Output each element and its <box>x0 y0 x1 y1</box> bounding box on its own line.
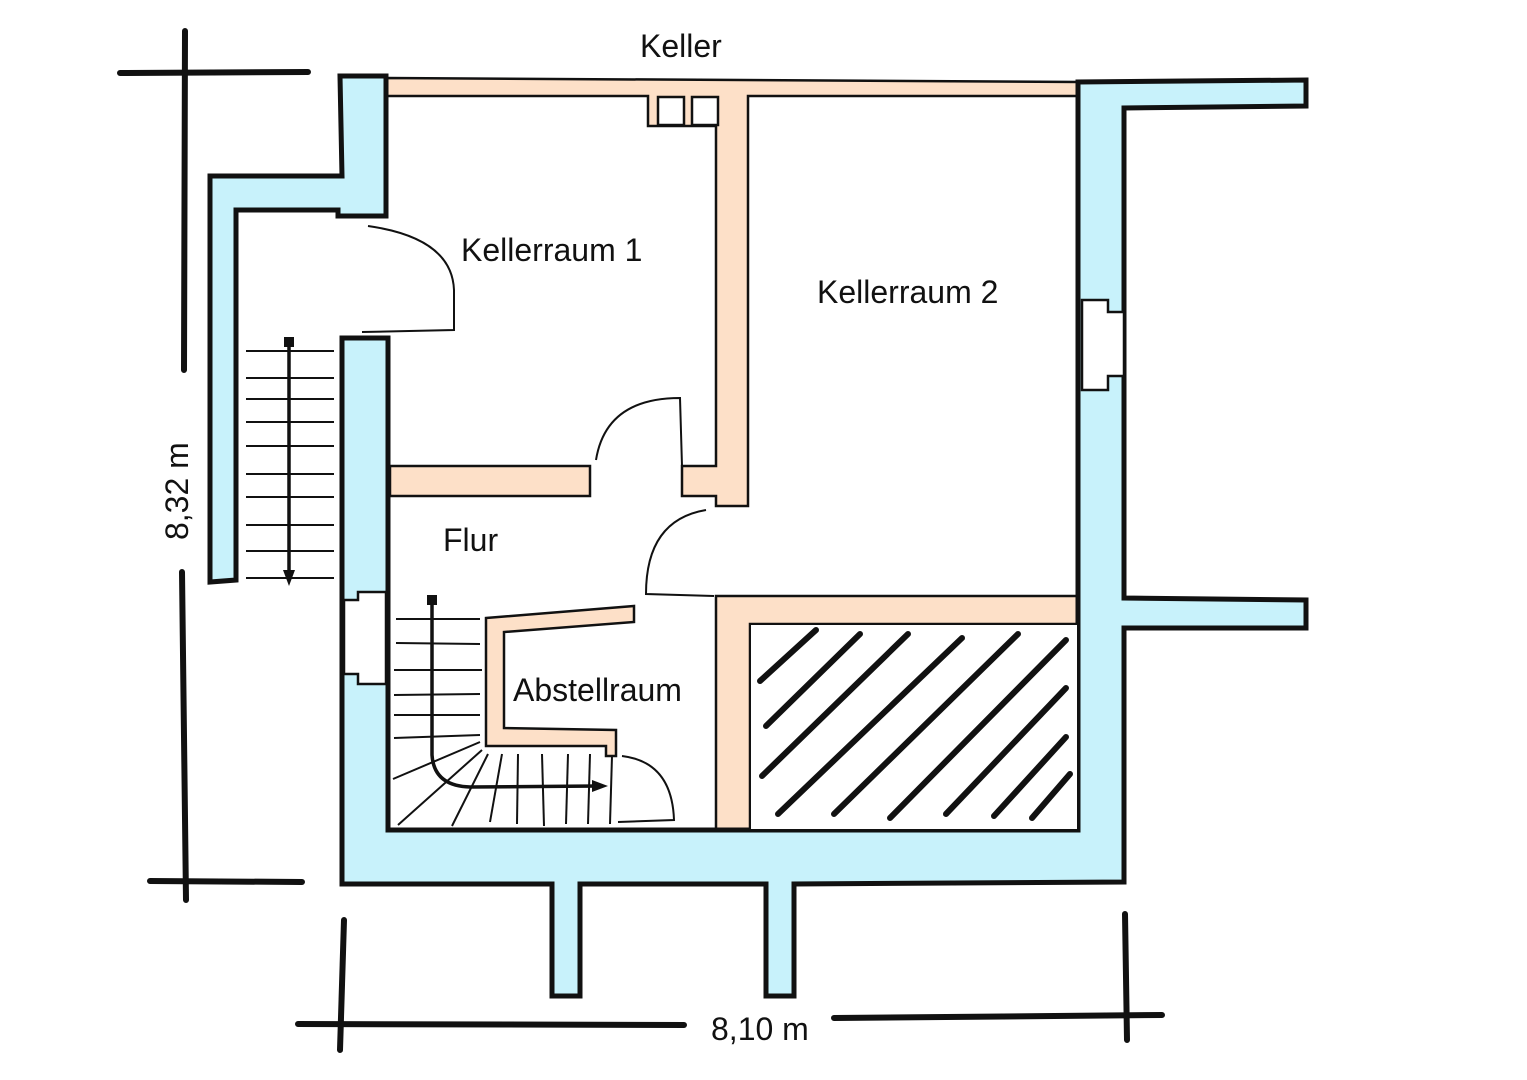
outer-stairs <box>246 337 334 586</box>
hatch-line <box>775 635 965 817</box>
dim-width-line <box>831 1012 1165 1021</box>
stair-enclosure-wall <box>207 73 389 585</box>
stair-direction-arrow <box>430 600 599 789</box>
dimension-lines <box>117 28 1165 1053</box>
room-label-flur: Flur <box>443 522 498 558</box>
window-right <box>1080 298 1126 392</box>
window-left <box>342 590 388 686</box>
stair-step <box>395 642 481 645</box>
door-kellerraum2 <box>644 509 715 597</box>
arrowhead-icon <box>283 570 295 586</box>
hatch-line <box>763 631 863 729</box>
stair-step <box>565 753 569 825</box>
stair-step <box>587 753 591 825</box>
arrowhead-icon <box>592 780 608 792</box>
plan-title: Keller <box>640 28 722 64</box>
hatch-line <box>759 631 911 779</box>
stair-step <box>393 734 481 739</box>
room-label-abstellraum: Abstellraum <box>513 672 682 708</box>
doors <box>361 225 715 823</box>
hatched-area <box>749 623 1079 831</box>
inner-stairs <box>392 595 613 827</box>
dim-height-line <box>181 28 188 373</box>
main-exterior-wall <box>339 77 1309 999</box>
stair-step <box>392 741 481 780</box>
chimney-flue <box>690 95 720 127</box>
dim-tick <box>1122 911 1130 1043</box>
dim-width-line <box>295 1021 687 1028</box>
stair-step <box>516 753 519 825</box>
hatch-line <box>887 637 1069 821</box>
hatch-line <box>757 627 819 684</box>
stair-step <box>397 749 483 826</box>
top-wall <box>384 76 1082 508</box>
room-label-kellerraum1: Kellerraum 1 <box>461 232 642 268</box>
exterior-walls <box>207 73 1309 999</box>
stair-step <box>541 753 545 827</box>
stair-step <box>609 755 613 825</box>
room-label-kellerraum2: Kellerraum 2 <box>817 274 998 310</box>
dim-width-label: 8,10 m <box>711 1011 809 1047</box>
dim-tick <box>337 917 347 1053</box>
door-flur-kellerraum1 <box>595 396 683 467</box>
stair-step <box>393 693 481 696</box>
dim-height-line <box>179 569 189 903</box>
door-kellerraum1 <box>361 225 455 333</box>
stair-step <box>451 753 489 827</box>
dim-tick <box>147 878 305 885</box>
hatch-line <box>1029 771 1073 821</box>
door-abstellraum <box>617 755 676 823</box>
chimney-flue <box>656 95 686 127</box>
abstellraum-wall <box>484 604 636 758</box>
dim-height-label: 8,32 m <box>159 442 195 540</box>
hatch-line <box>943 685 1069 817</box>
flur-wall <box>388 464 592 498</box>
hatch-line <box>831 631 1021 817</box>
dim-tick <box>117 69 311 76</box>
hatch-line <box>991 734 1069 819</box>
